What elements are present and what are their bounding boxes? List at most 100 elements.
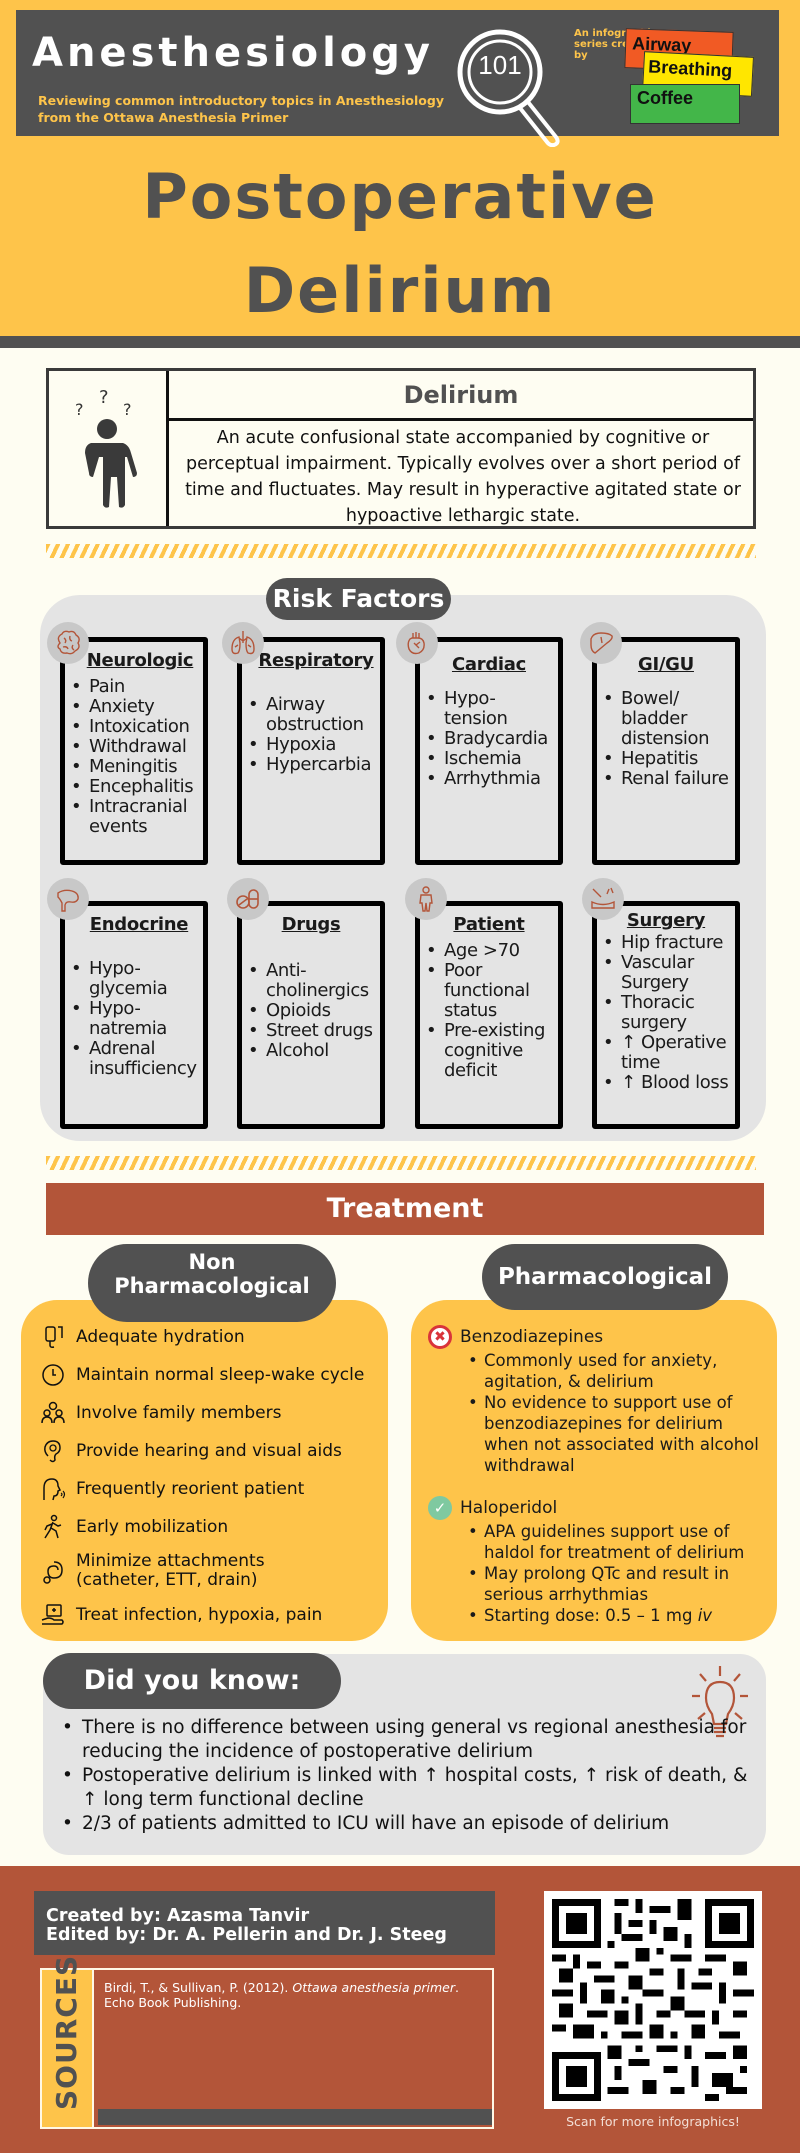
risk-card-respiratory: Respiratory Airway obstruction Hypoxia H…	[237, 637, 385, 865]
confused-person-icon: ? ? ?	[75, 387, 137, 508]
risk-item: Hypoxia	[244, 735, 380, 756]
sources-bottom-bar	[98, 2109, 492, 2125]
non-pharm-text-line1: Minimize attachments	[76, 1551, 265, 1571]
risk-card-drugs: Drugs Anti-cholinergics Opioids Street d…	[237, 901, 385, 1129]
non-pharm-item: Provide hearing and visual aids	[40, 1438, 342, 1464]
qr-code-pattern	[552, 1899, 754, 2101]
risk-list: Bowel/ bladder distension Hepatitis Rena…	[597, 689, 735, 790]
definition-icon-cell: ? ? ?	[49, 371, 169, 526]
credits-box: Created by: Azasma Tanvir Edited by: Dr.…	[34, 1891, 495, 1955]
risk-list: Hip fracture Vascular Surgery Thoracic s…	[597, 933, 735, 1094]
brain-icon	[47, 622, 89, 664]
source-publisher: . Echo Book Publishing.	[104, 1980, 459, 2010]
magnifying-glass-icon	[457, 29, 560, 147]
risk-item: Opioids	[244, 1001, 380, 1022]
risk-item: Anti-cholinergics	[244, 961, 380, 1001]
pills-icon	[227, 878, 269, 920]
risk-item: Renal failure	[599, 769, 735, 790]
risk-card-surgery: Surgery Hip fracture Vascular Surgery Th…	[592, 901, 740, 1129]
edited-by: Edited by: Dr. A. Pellerin and Dr. J. St…	[46, 1925, 447, 1945]
treatment-title: Treatment	[46, 1183, 764, 1235]
risk-list: Pain Anxiety Intoxication Withdrawal Men…	[65, 677, 203, 837]
risk-card-title: Neurologic	[86, 650, 194, 671]
risk-item: Hypercarbia	[244, 755, 380, 776]
non-pharm-title-line1: Non	[188, 1250, 236, 1274]
svg-text:?: ?	[99, 387, 109, 408]
risk-item: Alcohol	[244, 1041, 380, 1062]
risk-card-title: Respiratory	[258, 650, 374, 671]
hearing-aid-icon	[40, 1438, 66, 1464]
non-pharm-item: Minimize attachments (catheter, ETT, dra…	[40, 1552, 265, 1590]
non-pharm-item: Treat infection, hypoxia, pain	[40, 1602, 322, 1628]
page-title-line1: Postoperative	[142, 160, 658, 233]
dose-route: iv	[697, 1606, 713, 1625]
drug-benzodiazepines: ✖ Benzodiazepines Commonly used for anxi…	[428, 1325, 768, 1476]
did-you-know-title: Did you know:	[43, 1653, 341, 1709]
catheter-icon	[40, 1558, 66, 1584]
risk-item: Encephalitis	[67, 777, 203, 798]
drug-name: Haloperidol	[460, 1498, 558, 1518]
risk-item: Withdrawal	[67, 737, 203, 758]
drug-point: Starting dose: 0.5 – 1 mg iv	[466, 1605, 768, 1626]
risk-item: Hypo-natremia	[67, 999, 203, 1039]
non-pharm-item: Involve family members	[40, 1400, 281, 1426]
risk-list: Hypo-glycemia Hypo-natremia Adrenal insu…	[65, 959, 203, 1079]
sources-side-panel: SOURCES	[42, 1955, 94, 2127]
definition-title: Delirium	[169, 371, 753, 421]
risk-list: Hypo-tension Bradycardia Ischemia Arrhyt…	[420, 689, 558, 790]
risk-item: Hip fracture	[599, 933, 735, 954]
svg-text:?: ?	[75, 400, 84, 419]
risk-item: ↑ Operative time	[599, 1033, 735, 1073]
non-pharmacological-title: Non Pharmacological	[88, 1244, 336, 1322]
header-divider	[0, 336, 800, 348]
risk-item: Airway obstruction	[244, 695, 380, 735]
qr-code[interactable]	[544, 1891, 762, 2109]
risk-item: Hypo-glycemia	[67, 959, 203, 999]
non-pharm-text: Early mobilization	[76, 1517, 229, 1537]
risk-card-title: Cardiac	[451, 654, 526, 675]
risk-item: Ischemia	[422, 749, 558, 770]
series-subtitle: Reviewing common introductory topics in …	[38, 93, 444, 125]
walking-person-icon	[40, 1514, 66, 1540]
drug-haloperidol: ✓ Haloperidol APA guidelines support use…	[428, 1496, 768, 1626]
non-pharm-text: Involve family members	[76, 1403, 282, 1423]
check-circle-icon: ✓	[428, 1496, 452, 1520]
page-title: Postoperative Delirium	[0, 150, 800, 338]
risk-card-gi-gu: GI/GU Bowel/ bladder distension Hepatiti…	[592, 637, 740, 865]
risk-item: Pre-existing cognitive deficit	[422, 1021, 558, 1081]
stripe-divider	[46, 544, 756, 558]
series-badge: 101	[478, 50, 522, 80]
non-pharm-text: Adequate hydration	[76, 1327, 245, 1347]
non-pharm-text: Treat infection, hypoxia, pain	[76, 1605, 323, 1625]
non-pharm-title-line2: Pharmacological	[114, 1274, 310, 1298]
non-pharm-item: Early mobilization	[40, 1514, 228, 1540]
risk-item: Poor functional status	[422, 961, 558, 1021]
risk-card-title: Endocrine	[89, 914, 189, 935]
risk-card-endocrine: Endocrine Hypo-glycemia Hypo-natremia Ad…	[60, 901, 208, 1129]
risk-card-title: Surgery	[626, 910, 706, 931]
created-by: Created by: Azasma Tanvir	[46, 1906, 310, 1926]
risk-card-neurologic: Neurologic Pain Anxiety Intoxication Wit…	[60, 637, 208, 865]
definition-text: An acute confusional state accompanied b…	[185, 428, 741, 526]
definition-box: ? ? ? Delirium An acute confusional stat…	[46, 368, 756, 529]
drug-name: Benzodiazepines	[460, 1327, 604, 1347]
liver-icon	[580, 622, 622, 664]
risk-list: Age >70 Poor functional status Pre-exist…	[420, 941, 558, 1081]
risk-item: ↑ Blood loss	[599, 1073, 735, 1094]
heart-icon	[396, 622, 438, 664]
risk-item: Adrenal insufficiency	[67, 1039, 203, 1079]
dose-text: Starting dose: 0.5 – 1 mg	[484, 1606, 698, 1625]
drug-point: APA guidelines support use of haldol for…	[466, 1521, 768, 1563]
iv-bag-icon	[40, 1324, 66, 1350]
fact-item: Postoperative delirium is linked with ↑ …	[60, 1764, 750, 1812]
risk-item: Meningitis	[67, 757, 203, 778]
sources-label: SOURCES	[50, 1954, 83, 2110]
drug-heading: ✖ Benzodiazepines	[428, 1325, 768, 1349]
risk-list: Anti-cholinergics Opioids Street drugs A…	[242, 961, 380, 1062]
x-circle-icon: ✖	[428, 1325, 452, 1349]
drug-points: APA guidelines support use of haldol for…	[466, 1521, 768, 1626]
family-icon	[40, 1400, 66, 1426]
drug-points: Commonly used for anxiety, agitation, & …	[466, 1350, 768, 1476]
scalpel-icon	[582, 878, 624, 920]
risk-item: Thoracic surgery	[599, 993, 735, 1033]
